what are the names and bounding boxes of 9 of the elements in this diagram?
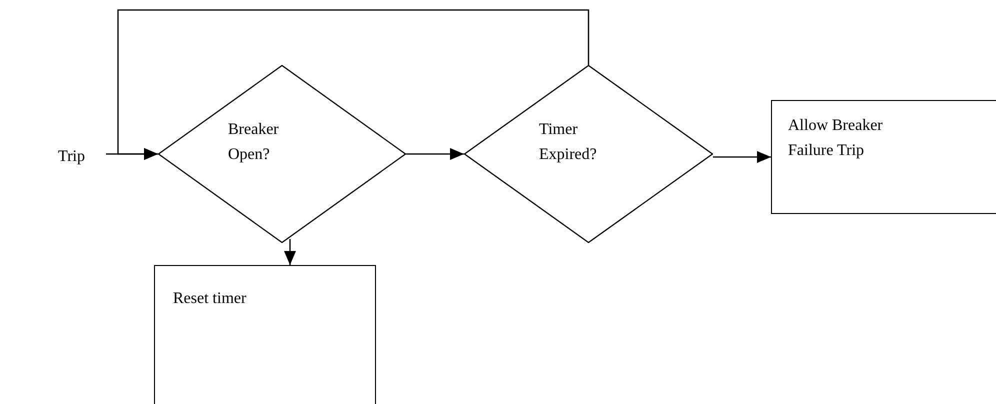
decision-text: Timer Expired? xyxy=(539,120,598,165)
process-box: Reset timer xyxy=(154,265,376,404)
decision-text: Breaker Open? xyxy=(228,120,280,165)
arrow xyxy=(284,239,296,265)
arrow xyxy=(406,148,464,160)
arrow xyxy=(117,9,590,160)
arrow xyxy=(713,151,771,163)
process-box: Allow Breaker Failure Trip xyxy=(771,100,996,214)
start-label: Trip xyxy=(58,144,104,166)
